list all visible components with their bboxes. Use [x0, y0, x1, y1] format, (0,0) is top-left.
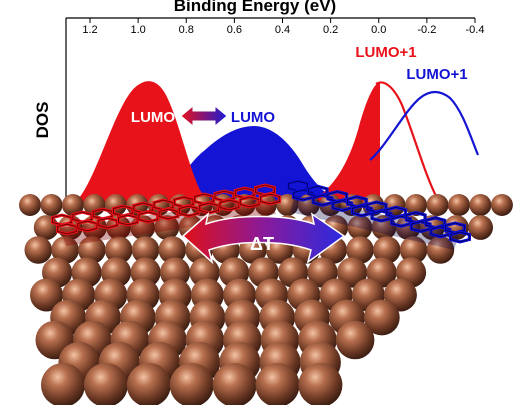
lumo-double-arrow	[180, 104, 228, 128]
x-axis-title: Binding Energy (eV)	[174, 0, 336, 15]
copper-atom	[41, 363, 85, 405]
red-nanoribbon-shadow	[60, 198, 276, 246]
red-ribbon-hexagons	[50, 183, 281, 236]
copper-atom	[347, 215, 373, 240]
red-fermi-fill	[300, 82, 380, 205]
blue-ribbon-hexagons	[287, 179, 471, 244]
ribbon-hexagon-edge	[332, 200, 353, 211]
lumo-plus-1-red-label: LUMO+1	[355, 44, 416, 61]
red-nanoribbon	[50, 183, 281, 246]
ribbon-hexagon-edge	[371, 210, 392, 222]
ribbon-hexagon-edge	[312, 194, 333, 206]
copper-atom	[158, 236, 187, 264]
lumo-arrow-shape	[180, 104, 228, 128]
blue-nanoribbon	[287, 179, 471, 250]
ribbon-hexagon-edge	[352, 205, 372, 217]
x-tick-label: 0.6	[227, 24, 242, 36]
delta-t-arrow: ΔT	[181, 211, 346, 265]
x-tick-label: 0.0	[371, 24, 386, 36]
ribbon-hexagon-edge	[410, 221, 431, 232]
copper-atom	[426, 194, 449, 216]
copper-atom	[255, 363, 300, 405]
copper-atom	[490, 194, 513, 216]
copper-atom	[276, 194, 299, 216]
copper-atom	[19, 194, 41, 216]
ribbon-hexagon-edge	[260, 193, 280, 205]
lumo-blue-label: LUMO	[231, 109, 275, 126]
copper-atom	[335, 320, 375, 360]
ribbon-hexagon-edge	[430, 226, 451, 238]
copper-atom	[131, 236, 160, 264]
copper-atom	[363, 299, 400, 336]
copper-atom	[106, 215, 131, 240]
lumo-red-label: LUMO	[131, 109, 175, 126]
copper-atom	[468, 215, 493, 240]
copper-atom	[33, 215, 59, 240]
copper-atom	[405, 194, 428, 216]
delta-t-label: ΔT	[250, 234, 274, 254]
x-tick-label: 1.2	[82, 24, 97, 36]
ribbon-hexagon-edge	[450, 231, 470, 243]
ribbon-hexagon-edge	[391, 215, 411, 227]
x-tick-label: 0.2	[323, 24, 338, 36]
copper-atom	[78, 236, 106, 264]
delta-t-arrow-shape	[181, 211, 346, 265]
copper-atom	[51, 236, 79, 264]
copper-atom	[426, 236, 455, 264]
copper-atom	[154, 215, 180, 240]
red-lumo-peak	[72, 81, 215, 205]
copper-atom	[346, 236, 374, 264]
blue-lumo-plus-1-curve	[369, 90, 480, 161]
copper-atom	[169, 363, 214, 405]
copper-atom	[399, 236, 428, 264]
x-tick-label: 0.8	[179, 24, 194, 36]
x-tick-label: -0.4	[466, 24, 485, 36]
dos-axes: 1.2 1.0 0.8 0.6 0.4 0.2 0.0 -0.2 -0.4 Binding En…	[33, 0, 484, 205]
copper-atom	[104, 236, 133, 264]
x-tick-label: -0.2	[417, 24, 436, 36]
copper-atom	[212, 363, 257, 405]
x-tick-label: 1.0	[130, 24, 145, 36]
blue-lumo-peak	[150, 126, 345, 205]
copper-atom	[448, 194, 470, 216]
copper-atom	[160, 257, 191, 288]
copper-atom	[30, 278, 63, 312]
y-axis-title: DOS	[33, 102, 52, 139]
copper-atom	[24, 236, 53, 264]
copper-atom	[337, 257, 368, 288]
ribbon-hexagon-edge	[293, 189, 313, 201]
x-axis-ticks: 1.2 1.0 0.8 0.6 0.4 0.2 0.0 -0.2 -0.4	[82, 18, 484, 36]
lumo-plus-1-blue-label: LUMO+1	[406, 66, 467, 83]
copper-atom	[126, 363, 171, 405]
copper-atom	[373, 236, 401, 264]
copper-atom	[61, 194, 84, 216]
copper-atom	[298, 363, 343, 405]
copper-atom	[83, 363, 128, 405]
copper-atom	[469, 194, 492, 216]
copper-atom	[40, 194, 63, 216]
x-tick-label: 0.4	[275, 24, 290, 36]
